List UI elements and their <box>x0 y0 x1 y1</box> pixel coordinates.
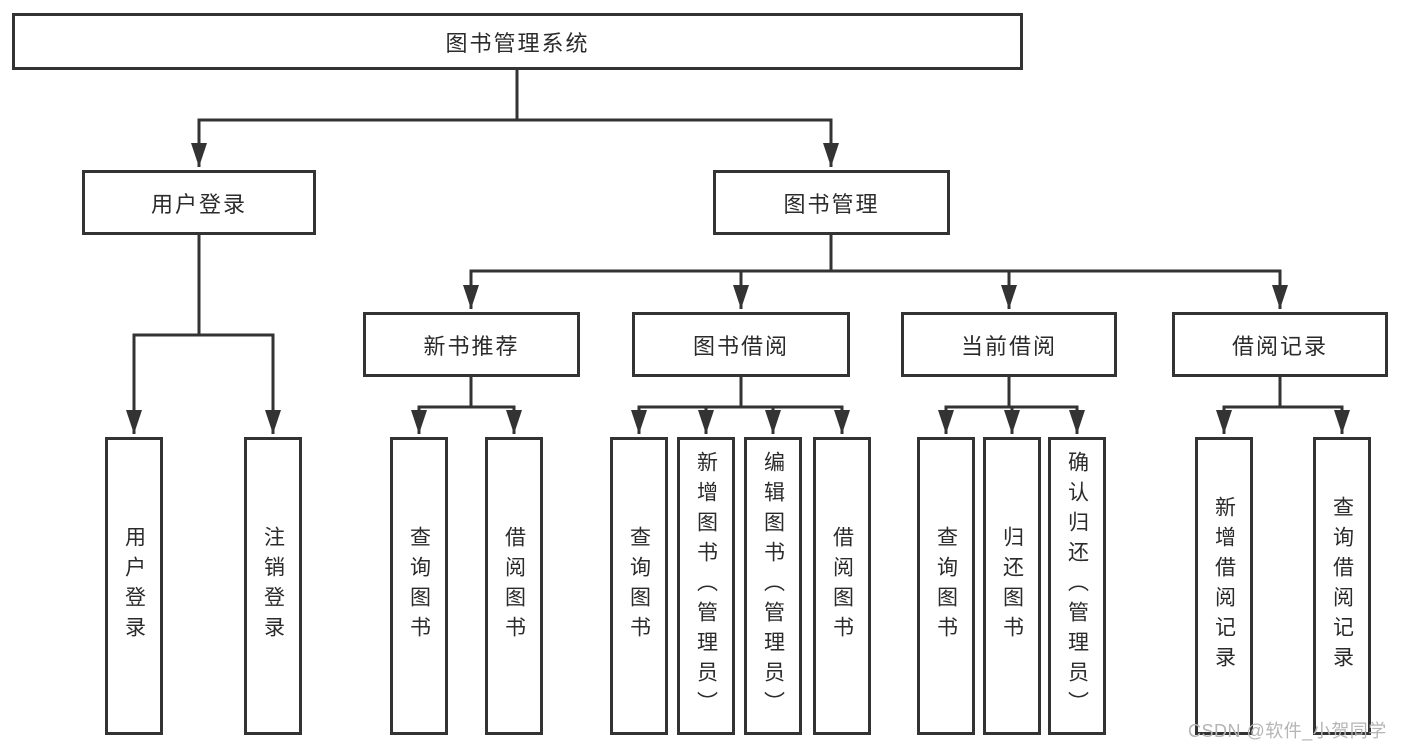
leaf-query-books-3: 查询图书 <box>917 437 975 735</box>
node-current-borrow: 当前借阅 <box>901 312 1117 377</box>
leaf-edit-books-admin: 编辑图书（管理员） <box>744 437 802 735</box>
leaf-user-login: 用户登录 <box>105 437 163 735</box>
leaf-user-login-label: 用户登录 <box>122 526 146 646</box>
node-book-borrow: 图书借阅 <box>632 312 850 377</box>
node-new-book-recommend-label: 新书推荐 <box>423 333 520 359</box>
node-book-management-label: 图书管理 <box>783 191 880 217</box>
node-borrow-records: 借阅记录 <box>1172 312 1388 377</box>
node-borrow-records-label: 借阅记录 <box>1231 333 1328 359</box>
leaf-add-borrow-record-label: 新增借阅记录 <box>1212 496 1236 676</box>
tree-arrow-lines <box>126 121 1350 434</box>
leaf-query-books-3-label: 查询图书 <box>934 526 958 646</box>
leaf-borrow-books-1-label: 借阅图书 <box>502 526 526 646</box>
node-root: 图书管理系统 <box>12 13 1023 70</box>
leaf-logout: 注销登录 <box>244 437 302 735</box>
leaf-add-books-admin: 新增图书（管理员） <box>677 437 735 735</box>
leaf-return-books: 归还图书 <box>983 437 1041 735</box>
node-root-label: 图书管理系统 <box>445 30 590 56</box>
leaf-query-books-1-label: 查询图书 <box>407 526 431 646</box>
leaf-confirm-return-admin: 确认归还（管理员） <box>1048 437 1106 735</box>
leaf-logout-label: 注销登录 <box>261 526 285 646</box>
leaf-add-books-admin-label: 新增图书（管理员） <box>694 451 718 721</box>
node-book-borrow-label: 图书借阅 <box>692 333 789 359</box>
csdn-watermark: CSDN @软件_小贺同学 <box>1188 721 1387 741</box>
leaf-add-borrow-record: 新增借阅记录 <box>1195 437 1253 735</box>
leaf-borrow-books-2: 借阅图书 <box>813 437 871 735</box>
leaf-query-books-2: 查询图书 <box>610 437 668 735</box>
node-user-login: 用户登录 <box>82 170 316 235</box>
leaf-query-borrow-record-label: 查询借阅记录 <box>1330 496 1354 676</box>
node-user-login-label: 用户登录 <box>150 191 247 217</box>
leaf-borrow-books-1: 借阅图书 <box>485 437 543 735</box>
leaf-edit-books-admin-label: 编辑图书（管理员） <box>761 451 785 721</box>
leaf-confirm-return-admin-label: 确认归还（管理员） <box>1065 451 1089 721</box>
node-new-book-recommend: 新书推荐 <box>363 312 580 377</box>
leaf-query-books-1: 查询图书 <box>390 437 448 735</box>
leaf-query-books-2-label: 查询图书 <box>627 526 651 646</box>
node-book-management: 图书管理 <box>713 170 950 235</box>
leaf-return-books-label: 归还图书 <box>1000 526 1024 646</box>
leaf-borrow-books-2-label: 借阅图书 <box>830 526 854 646</box>
leaf-query-borrow-record: 查询借阅记录 <box>1313 437 1371 735</box>
node-current-borrow-label: 当前借阅 <box>960 333 1057 359</box>
